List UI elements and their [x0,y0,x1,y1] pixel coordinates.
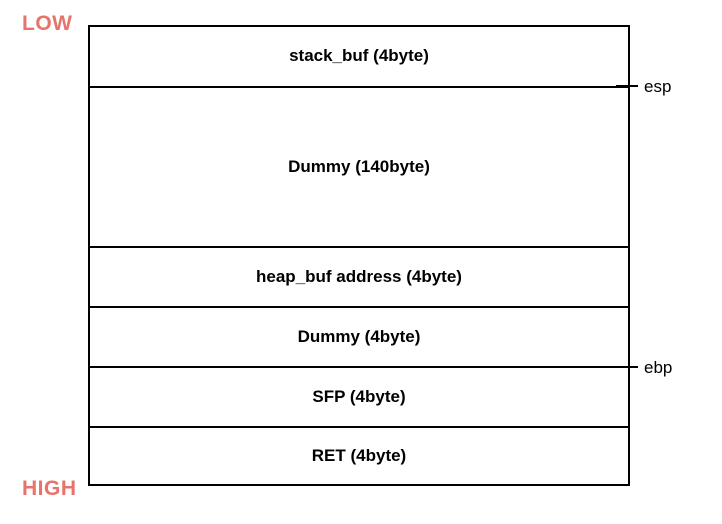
stack-row-heap-buf-address: heap_buf address (4byte) [90,248,628,308]
esp-tick-line [616,84,638,87]
stack-row-sfp: SFP (4byte) [90,368,628,428]
esp-label: esp [644,76,672,96]
high-address-label: HIGH [22,477,77,500]
stack-row-label: heap_buf address (4byte) [256,266,462,286]
stack-row-label: stack_buf (4byte) [289,46,429,66]
ebp-label: ebp [644,357,673,377]
stack-row-ret: RET (4byte) [90,428,628,484]
stack-row-stack-buf: stack_buf (4byte) [90,27,628,88]
stack-row-label: Dummy (140byte) [288,156,430,176]
stack-frame-box: stack_buf (4byte) Dummy (140byte) heap_b… [88,25,630,486]
ebp-tick-line [616,365,638,368]
stack-row-label: Dummy (4byte) [297,326,421,346]
stack-row-dummy-140: Dummy (140byte) [90,88,628,248]
stack-row-dummy-4: Dummy (4byte) [90,308,628,368]
low-address-label: LOW [22,12,73,35]
stack-row-label: SFP (4byte) [312,386,406,406]
stack-row-label: RET (4byte) [311,445,407,465]
